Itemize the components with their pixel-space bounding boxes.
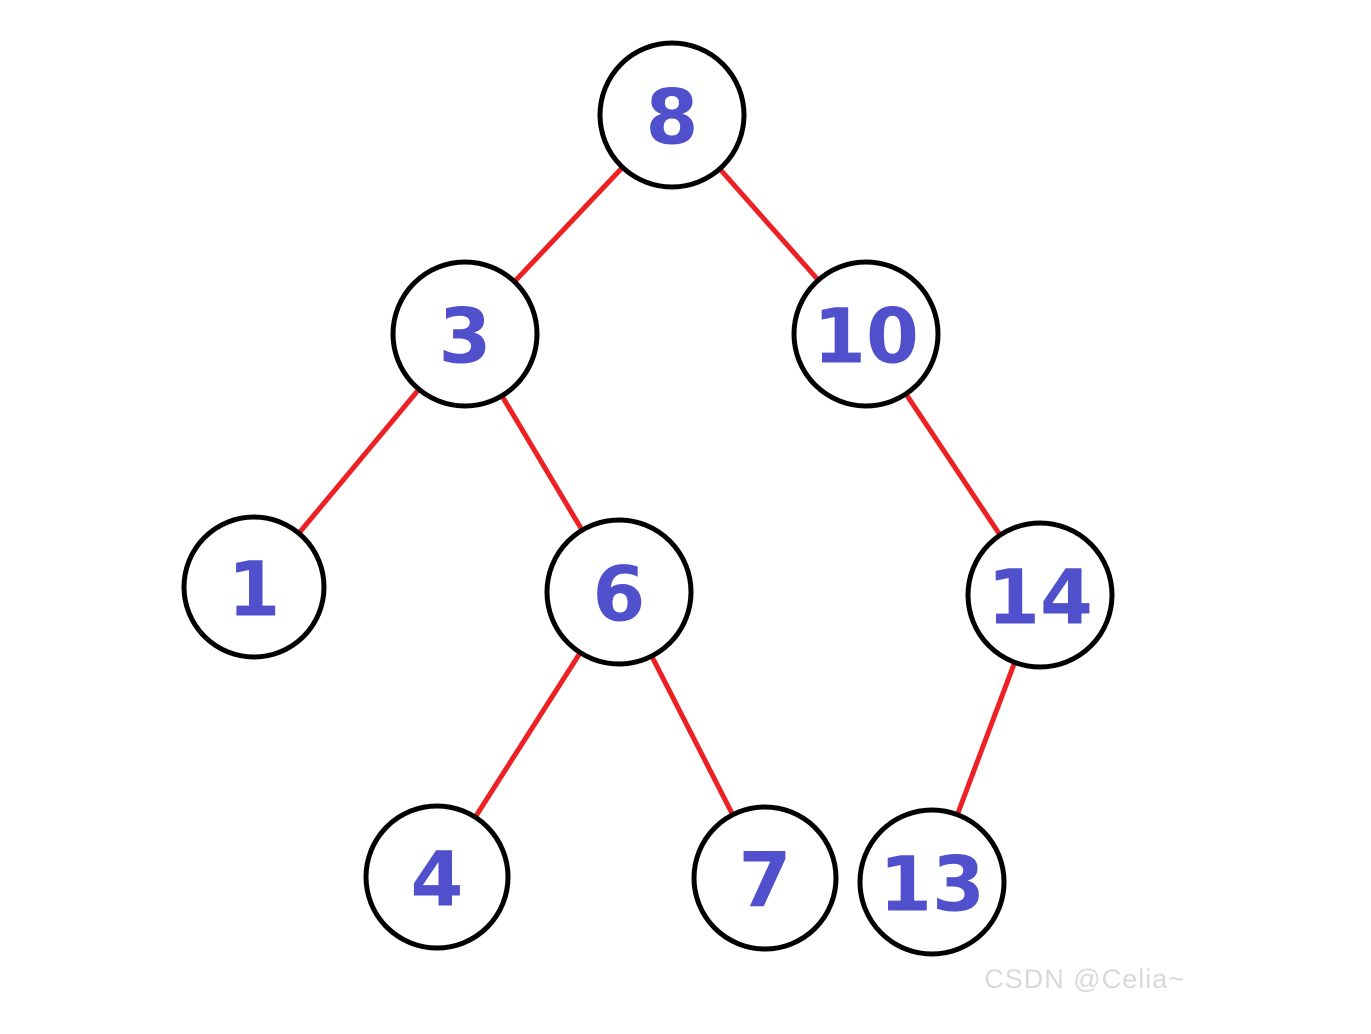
tree-edge-6-to-7 bbox=[648, 651, 737, 820]
node-label-4: 4 bbox=[411, 835, 464, 924]
node-circle-10[interactable] bbox=[791, 259, 941, 409]
node-label-10: 10 bbox=[813, 292, 919, 381]
node-label-8: 8 bbox=[646, 73, 699, 162]
node-circle-3[interactable] bbox=[390, 259, 540, 409]
node-circle-7[interactable] bbox=[691, 804, 839, 952]
tree-node-10[interactable]: 10 bbox=[791, 259, 941, 409]
tree-node-3[interactable]: 3 bbox=[390, 259, 540, 409]
tree-edge-6-to-4 bbox=[471, 648, 584, 822]
tree-edge-8-to-3 bbox=[510, 163, 627, 286]
tree-node-14[interactable]: 14 bbox=[965, 520, 1115, 670]
node-label-7: 7 bbox=[739, 836, 792, 925]
node-circle-14[interactable] bbox=[965, 520, 1115, 670]
tree-edge-8-to-10 bbox=[715, 164, 823, 285]
node-circle-13[interactable] bbox=[857, 807, 1007, 957]
watermark-text: CSDN @Celia~ bbox=[984, 964, 1185, 994]
nodes-layer: 8 3 10 1 6 14 4 7 13 bbox=[181, 40, 1115, 957]
tree-node-1[interactable]: 1 bbox=[181, 514, 327, 660]
node-circle-4[interactable] bbox=[363, 803, 511, 951]
node-label-6: 6 bbox=[593, 550, 646, 639]
node-label-13: 13 bbox=[879, 840, 985, 929]
node-label-1: 1 bbox=[228, 545, 281, 634]
tree-node-13[interactable]: 13 bbox=[857, 807, 1007, 957]
node-circle-6[interactable] bbox=[544, 517, 694, 667]
tree-edge-10-to-14 bbox=[902, 389, 1004, 540]
tree-edge-3-to-6 bbox=[498, 391, 586, 535]
tree-node-8[interactable]: 8 bbox=[597, 40, 747, 190]
tree-edge-14-to-13 bbox=[954, 658, 1018, 819]
node-label-3: 3 bbox=[439, 292, 492, 381]
node-circle-8[interactable] bbox=[597, 40, 747, 190]
edges-layer bbox=[295, 163, 1018, 822]
tree-node-7[interactable]: 7 bbox=[691, 804, 839, 952]
tree-edge-3-to-1 bbox=[295, 385, 423, 538]
node-circle-1[interactable] bbox=[181, 514, 327, 660]
tree-node-6[interactable]: 6 bbox=[544, 517, 694, 667]
node-label-14: 14 bbox=[987, 553, 1093, 642]
tree-node-4[interactable]: 4 bbox=[363, 803, 511, 951]
